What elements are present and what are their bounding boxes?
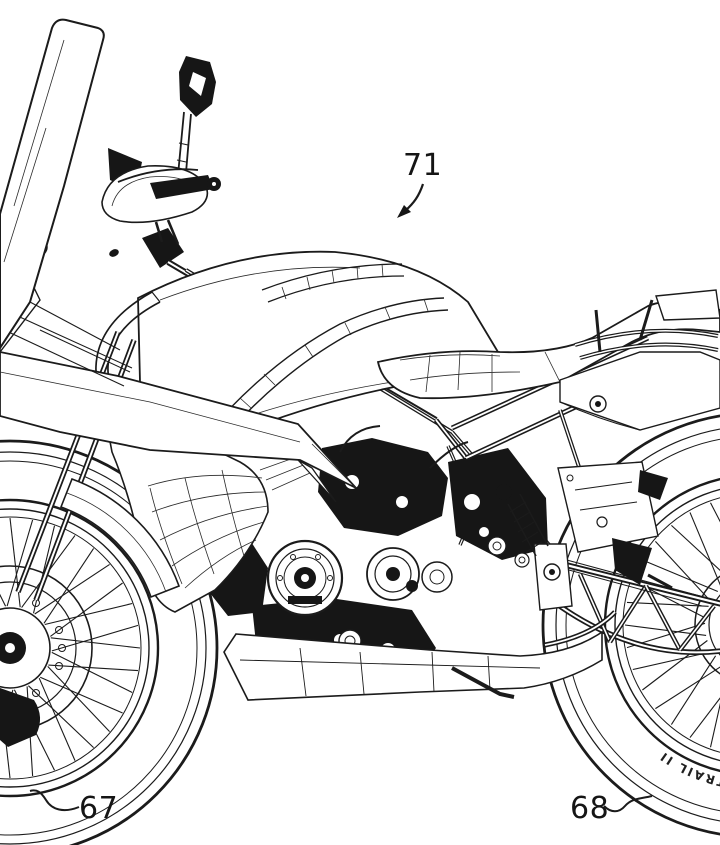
leader-arrow-71 xyxy=(405,184,423,211)
label-71: 71 xyxy=(403,148,442,183)
windscreen xyxy=(0,20,104,348)
label-68: 68 xyxy=(570,791,609,826)
linkage-bearing xyxy=(488,537,506,555)
leader-68 xyxy=(604,796,652,811)
steering-head xyxy=(142,228,184,268)
water-pump xyxy=(422,562,452,592)
front-brake-caliper xyxy=(0,688,40,747)
cylinder-block xyxy=(318,438,448,536)
label-67: 67 xyxy=(79,791,118,826)
luggage-rack xyxy=(656,290,720,320)
cover-badge xyxy=(288,596,322,604)
